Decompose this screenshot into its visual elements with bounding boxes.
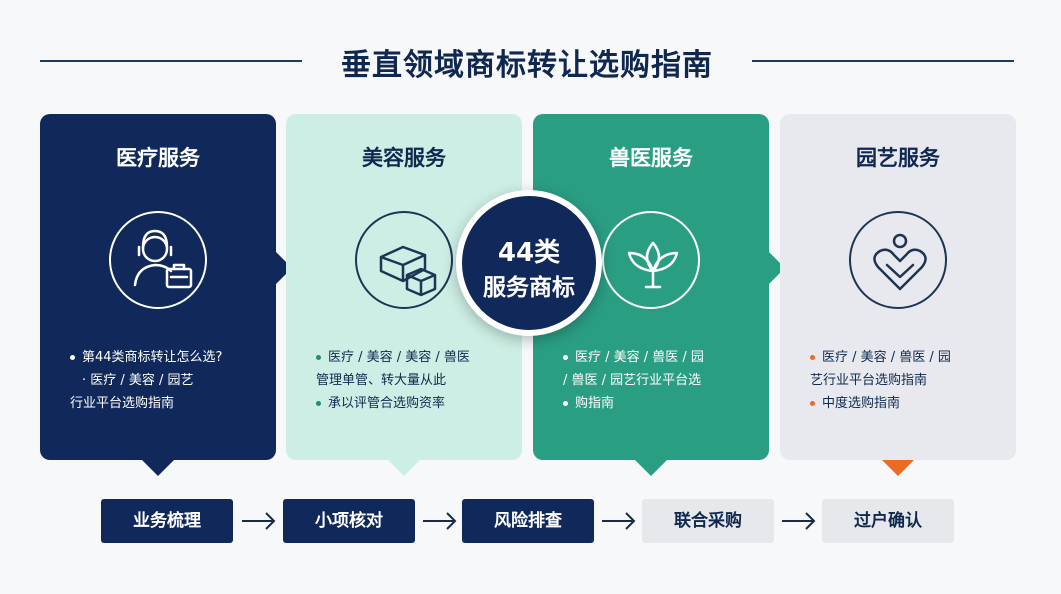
card-title: 美容服务	[362, 146, 446, 170]
step-joint-purchase: 联合采购	[642, 499, 774, 543]
step-business-review: 业务梳理	[101, 499, 233, 543]
card-pointer	[142, 460, 174, 476]
badge-line-2: 服务商标	[483, 275, 575, 301]
card-bullets: 第44类商标转让怎么选? · 医疗 / 美容 / 园艺 行业平台选购指南	[70, 346, 258, 415]
card-bullets: 医疗 / 美容 / 美容 / 兽医 管理单管、转大量从此 承以评管合选购资率	[316, 346, 504, 415]
badge-line-1: 44类	[497, 238, 561, 268]
center-badge: 44类 服务商标	[456, 190, 602, 336]
title-row: 垂直领域商标转让选购指南	[0, 36, 1061, 86]
list-item: 艺行业平台选购指南	[810, 373, 928, 388]
card-pointer	[882, 460, 914, 476]
arrow-right-icon	[602, 512, 636, 530]
boxes-icon	[355, 211, 453, 309]
list-item: 医疗 / 美容 / 兽医 / 园	[563, 346, 751, 369]
list-item: 购指南	[563, 392, 751, 415]
list-item: 医疗 / 美容 / 兽医 / 园	[810, 346, 998, 369]
list-item: 医疗 / 美容 / 美容 / 兽医	[316, 346, 504, 369]
card-garden-service: 园艺服务 医疗 / 美容 / 兽医 / 园 艺行业平台选购指南 中度选购指南	[780, 114, 1016, 460]
step-item-check: 小项核对	[283, 499, 415, 543]
card-title: 兽医服务	[609, 146, 693, 170]
card-pointer	[388, 460, 420, 476]
title-divider-right	[752, 60, 1014, 62]
doctor-briefcase-icon	[109, 211, 207, 309]
list-item: 行业平台选购指南	[70, 396, 175, 411]
arrow-right-icon	[242, 512, 276, 530]
heart-hands-icon	[849, 211, 947, 309]
arrow-right-icon	[423, 512, 457, 530]
list-item: 管理单管、转大量从此	[316, 373, 447, 388]
list-item: / 兽医 / 园艺行业平台选	[563, 373, 702, 388]
card-bullets: 医疗 / 美容 / 兽医 / 园 艺行业平台选购指南 中度选购指南	[810, 346, 998, 415]
card-medical-service: 医疗服务 第44类商标转让怎么选? · 医疗 / 美容 / 园艺 行业平台选购指…	[40, 114, 276, 460]
list-item: 第44类商标转让怎么选?	[70, 346, 258, 369]
step-transfer-confirm: 过户确认	[822, 499, 954, 543]
card-title: 园艺服务	[856, 146, 940, 170]
list-item: 承以评管合选购资率	[316, 392, 504, 415]
plant-leaf-icon	[602, 211, 700, 309]
title-divider-left	[40, 60, 302, 62]
card-bullets: 医疗 / 美容 / 兽医 / 园 / 兽医 / 园艺行业平台选 购指南	[563, 346, 751, 415]
card-title: 医疗服务	[116, 146, 200, 170]
page-title: 垂直领域商标转让选购指南	[341, 48, 713, 83]
list-item: 中度选购指南	[810, 392, 998, 415]
card-pointer	[635, 460, 667, 476]
step-risk-check: 风险排查	[462, 499, 594, 543]
arrow-right-icon	[782, 512, 816, 530]
list-item: · 医疗 / 美容 / 园艺	[82, 373, 194, 388]
card-vet-service: 兽医服务 医疗 / 美容 / 兽医 / 园 / 兽医 / 园艺行业平台选 购指南	[533, 114, 769, 460]
